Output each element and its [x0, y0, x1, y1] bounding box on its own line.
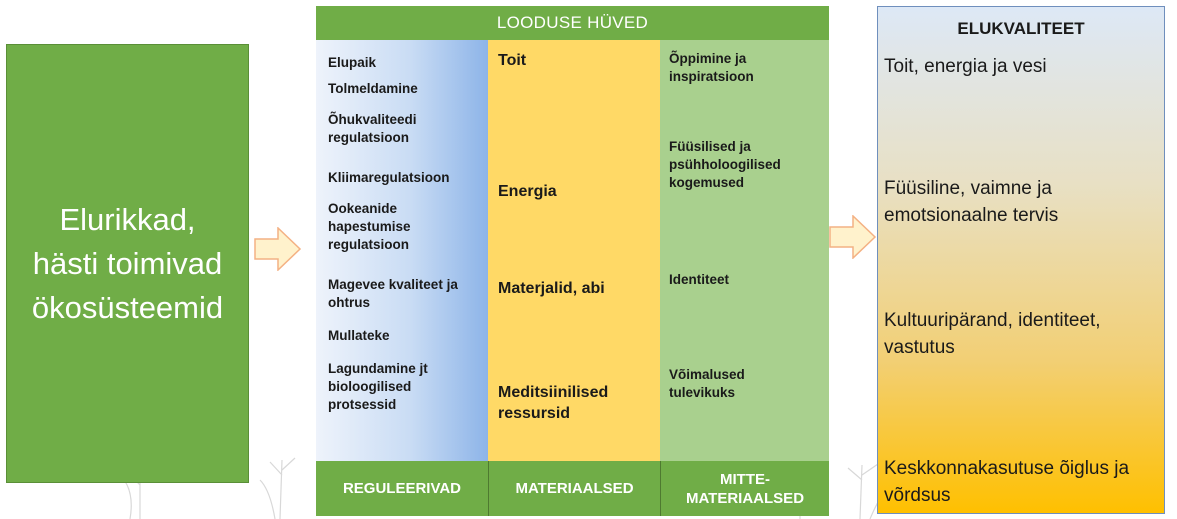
category-footer: REGULEERIVAD MATERIAALSED MITTE- MATERIA… [316, 461, 829, 516]
regulating-item: Magevee kvaliteet ja ohtrus [328, 277, 458, 310]
regulating-item: Õhukvaliteedi regulatsioon [328, 112, 417, 145]
nonmaterial-item: Võimalused tulevikuks [669, 367, 745, 400]
nature-goods-panel: LOODUSE HÜVED Elupaik Tolmeldamine Õhukv… [316, 6, 829, 516]
regulating-item: Elupaik [328, 55, 377, 70]
ecosystems-line-1: Elurikkad, [59, 201, 196, 237]
nature-goods-title: LOODUSE HÜVED [316, 6, 829, 40]
footer-regulating-label: REGULEERIVAD [342, 480, 462, 497]
right-arrow-icon [254, 227, 302, 271]
quality-of-life-item: Toit, energia ja vesi [884, 56, 1047, 77]
material-item: Materjalid, abi [498, 280, 605, 297]
material-item: Energia [498, 183, 557, 200]
footer-nonmaterial: MITTE- MATERIAALSED [661, 461, 829, 516]
nonmaterial-item: Füüsilised ja psühholoogilised kogemused [669, 139, 781, 190]
quality-of-life-panel: ELUKVALITEET Toit, energia ja vesi Füüsi… [877, 6, 1165, 514]
footer-divider [660, 461, 661, 516]
footer-material-label: MATERIAALSED [515, 480, 634, 497]
nonmaterial-column: Õppimine ja inspiratsioon Füüsilised ja … [660, 40, 829, 461]
regulating-item: Kliimaregulatsioon [328, 170, 450, 185]
regulating-item: Tolmeldamine [328, 81, 418, 96]
footer-nonmaterial-line-2: MATERIAALSED [685, 489, 805, 507]
regulating-item: Lagundamine jt bioloogilised protsessid [328, 361, 428, 412]
regulating-item: Mullateke [328, 328, 390, 343]
footer-divider [488, 461, 489, 516]
regulating-item: Ookeanide hapestumise regulatsioon [328, 201, 411, 252]
quality-of-life-title: ELUKVALITEET [957, 19, 1085, 38]
quality-of-life-item: Füüsiline, vaimne ja emotsionaalne tervi… [884, 178, 1059, 226]
material-item: Meditsiinilised ressursid [498, 384, 609, 422]
regulating-column: Elupaik Tolmeldamine Õhukvaliteedi regul… [316, 40, 488, 461]
ecosystems-line-3: ökosüsteemid [31, 289, 224, 325]
nonmaterial-item: Õppimine ja inspiratsioon [669, 51, 754, 84]
ecosystems-line-2: hästi toimivad [32, 245, 223, 281]
nonmaterial-item: Identiteet [669, 272, 730, 287]
right-arrow-icon [829, 215, 877, 259]
material-item: Toit [498, 52, 527, 69]
ecosystems-box: Elurikkad, hästi toimivad ökosüsteemid [6, 44, 249, 483]
quality-of-life-item: Kultuuripärand, identiteet, vastutus [884, 310, 1101, 358]
footer-nonmaterial-line-1: MITTE- [720, 470, 770, 488]
quality-of-life-item: Keskkonnakasutuse õiglus ja võrdsus [884, 458, 1130, 506]
footer-regulating: REGULEERIVAD [316, 461, 488, 516]
material-column: Toit Energia Materjalid, abi Meditsiinil… [488, 40, 660, 461]
footer-material: MATERIAALSED [489, 461, 660, 516]
